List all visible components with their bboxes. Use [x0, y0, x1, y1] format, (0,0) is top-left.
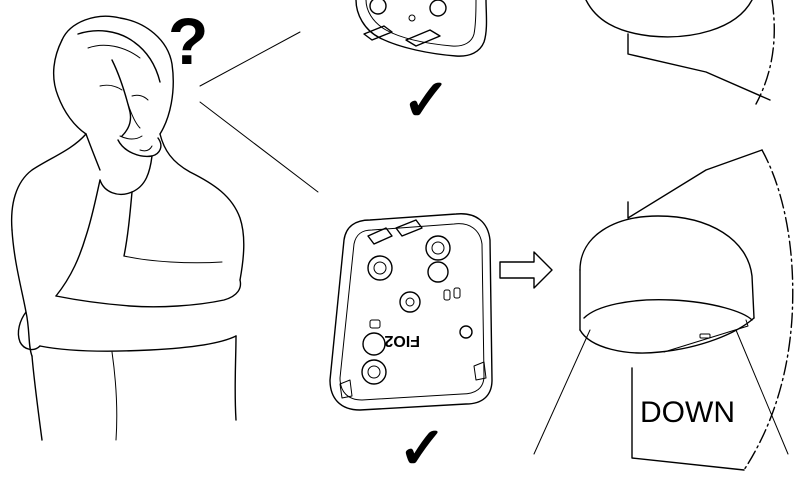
bracket-embossed-text: FIO2 [384, 332, 420, 349]
check-mark-top: ✓ [402, 68, 451, 133]
down-label: DOWN [640, 396, 735, 429]
wall-bracket-top [356, 0, 487, 56]
thinking-question-mark: ? [168, 4, 208, 78]
right-arrow-icon [500, 252, 552, 288]
view-line-middle [200, 102, 318, 192]
view-line-upper [200, 32, 300, 86]
check-mark-bottom: ✓ [398, 416, 447, 477]
wall-bracket-bottom [330, 214, 492, 410]
sensor-top-partial [586, 0, 774, 104]
thinking-person-figure [12, 16, 244, 440]
